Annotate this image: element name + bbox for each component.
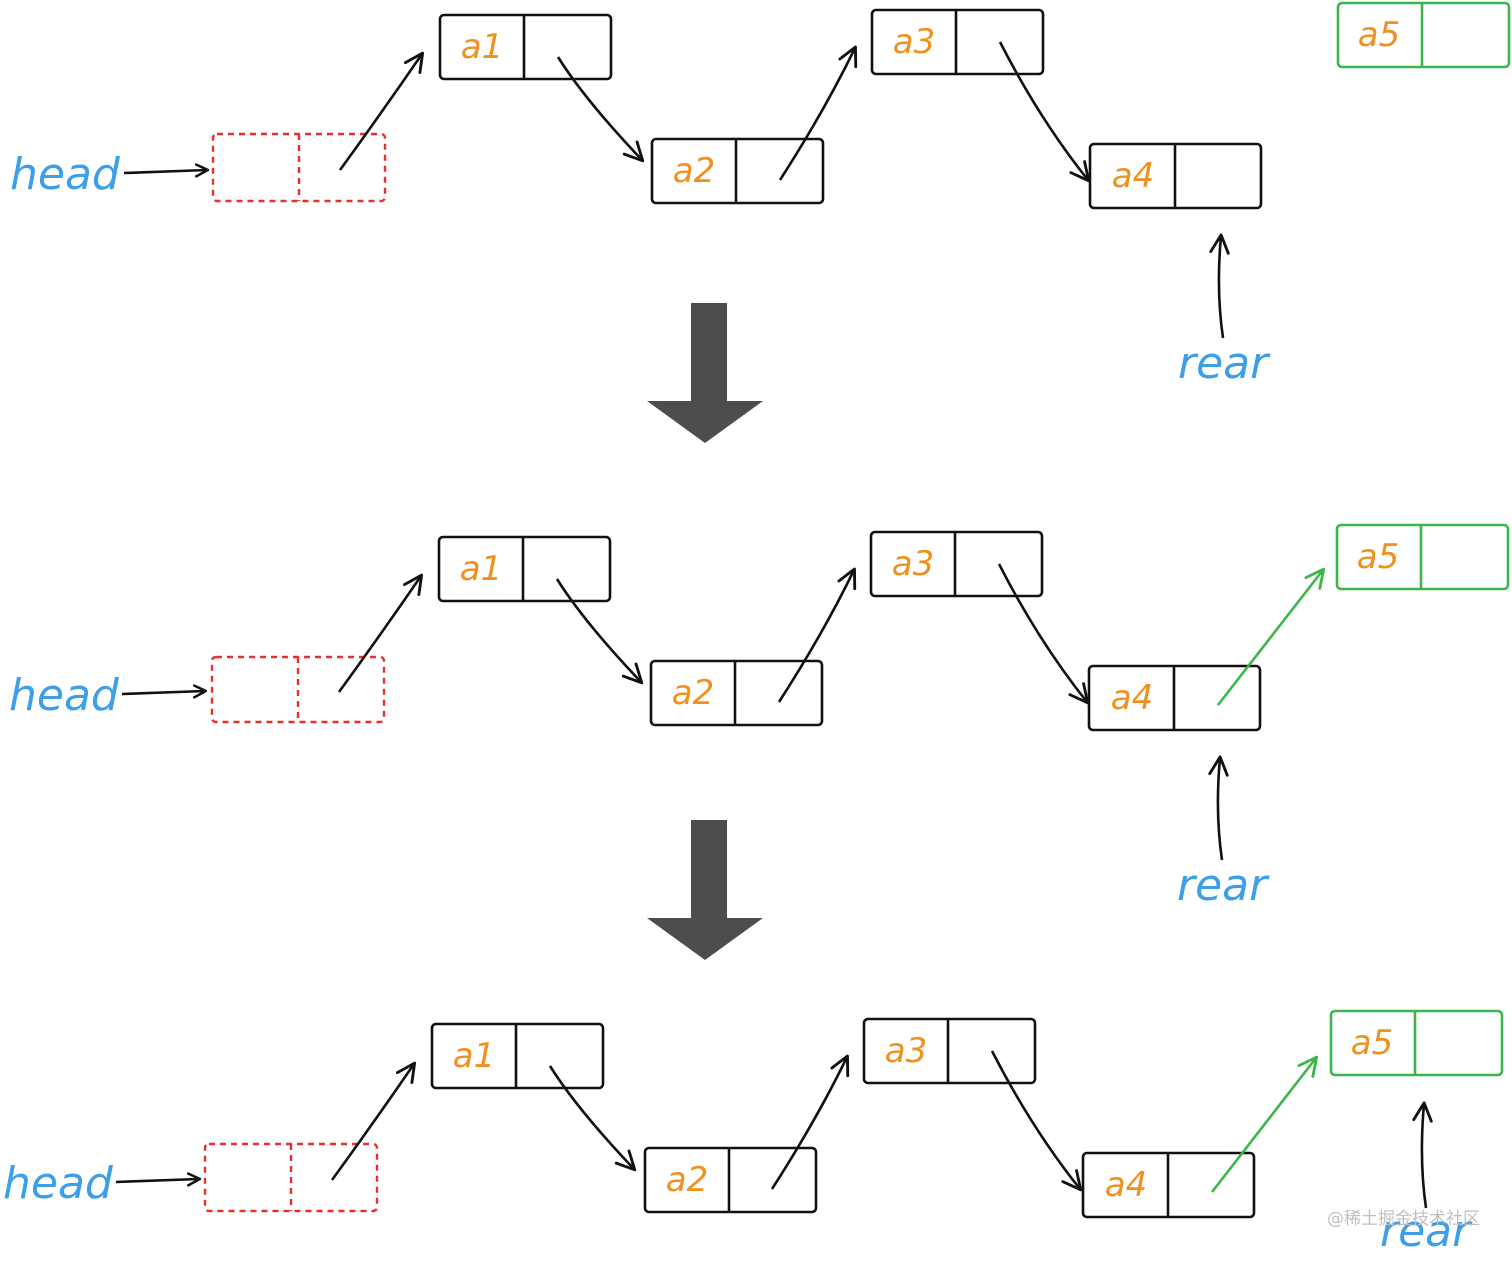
node-label-a2: a2 (672, 673, 714, 713)
rear-pointer-arrow (1209, 233, 1230, 339)
link-arrow (556, 56, 645, 163)
rear-label: rear (1177, 860, 1270, 911)
step-arrow-down (647, 303, 763, 443)
node-label-a1: a1 (453, 1036, 495, 1076)
node-a5-new: a5 (1329, 1009, 1504, 1077)
node-label-a2: a2 (666, 1160, 708, 1200)
head-label: head (9, 670, 120, 721)
node-a2: a2 (649, 659, 824, 727)
node-label-a5: a5 (1357, 537, 1399, 577)
node-a1: a1 (438, 13, 613, 81)
node-a3: a3 (862, 1017, 1037, 1085)
head-label: head (10, 149, 121, 200)
node-a2: a2 (650, 137, 825, 205)
rear-pointer-arrow (1208, 755, 1229, 861)
node-a5-new: a5 (1336, 1, 1511, 69)
node-label-a2: a2 (673, 151, 715, 191)
node-label-a5: a5 (1358, 15, 1400, 55)
node-a4: a4 (1088, 142, 1263, 210)
link-arrow (777, 567, 857, 703)
link-arrow (770, 1054, 850, 1190)
node-a1: a1 (430, 1022, 605, 1090)
step-arrow-down (647, 820, 763, 960)
link-arrow (338, 51, 425, 171)
head-node (203, 1142, 379, 1213)
head-pointer-arrow (115, 1179, 199, 1182)
node-a1: a1 (437, 535, 612, 603)
link-arrow (998, 41, 1091, 183)
node-label-a4: a4 (1105, 1165, 1147, 1205)
node-label-a3: a3 (892, 544, 934, 584)
head-node (211, 132, 387, 203)
node-a3: a3 (870, 8, 1045, 76)
head-node (210, 655, 386, 724)
head-pointer-arrow (123, 170, 207, 173)
node-label-a4: a4 (1112, 156, 1154, 196)
link-arrow (337, 573, 424, 693)
link-arrow (548, 1065, 637, 1172)
link-arrow (778, 45, 858, 181)
link-arrow (997, 563, 1090, 705)
new-link-arrow (1216, 567, 1326, 706)
node-a4: a4 (1081, 1151, 1256, 1219)
node-label-a5: a5 (1351, 1023, 1393, 1063)
node-label-a4: a4 (1111, 678, 1153, 718)
new-link-arrow (1210, 1055, 1319, 1193)
stage-1: head a1 a2 a3 a4 (10, 1, 1511, 389)
node-a2: a2 (643, 1146, 818, 1214)
node-a4: a4 (1087, 664, 1262, 732)
rear-label: rear (1178, 338, 1271, 389)
stage-2: head a1 a2 a3 a4 (9, 523, 1510, 911)
head-pointer-arrow (121, 691, 205, 694)
link-arrow (555, 578, 644, 685)
node-label-a1: a1 (460, 549, 502, 589)
head-label: head (3, 1158, 114, 1209)
node-label-a3: a3 (893, 22, 935, 62)
stage-3: head a1 a2 a3 a4 (3, 1009, 1504, 1257)
link-arrow (330, 1061, 417, 1181)
rear-pointer-arrow (1412, 1101, 1433, 1209)
watermark: @稀土掘金技术社区 (1327, 1209, 1480, 1229)
node-a5-new: a5 (1335, 523, 1510, 591)
link-arrow (990, 1050, 1083, 1192)
node-a3: a3 (869, 530, 1044, 598)
node-label-a1: a1 (461, 27, 503, 67)
rear-label: rear (1380, 1206, 1473, 1257)
node-label-a3: a3 (885, 1031, 927, 1071)
